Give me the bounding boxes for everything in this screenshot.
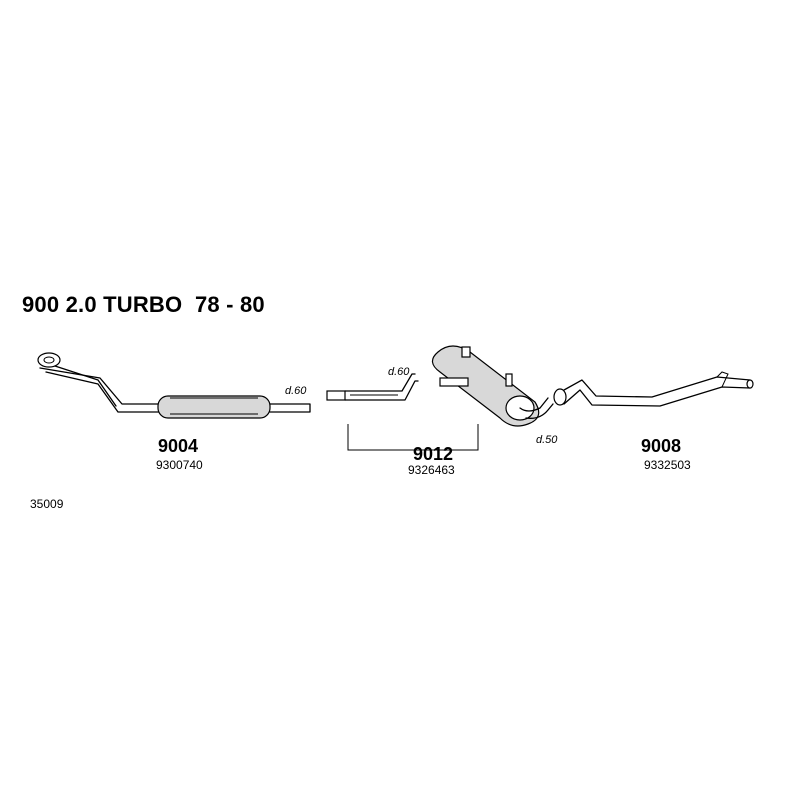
front-pipe-9004 bbox=[37, 352, 311, 419]
intermediate-pipe-9012 bbox=[326, 373, 419, 401]
diameter-outlet-label-9012: d.50 bbox=[536, 434, 558, 446]
part-ref-9012: 9326463 bbox=[408, 463, 455, 477]
part-number-9004: 9004 bbox=[158, 436, 199, 456]
diagram-title: 900 2.0 TURBO 78 - 80 bbox=[22, 292, 265, 317]
diagram-code: 35009 bbox=[30, 497, 64, 511]
diameter-label-9004: d.60 bbox=[285, 385, 307, 397]
part-number-9012: 9012 bbox=[413, 444, 454, 464]
part-ref-9004: 9300740 bbox=[156, 458, 203, 472]
tail-pipe-9008 bbox=[553, 371, 754, 407]
part-bracket-9012 bbox=[347, 424, 479, 451]
part-number-9008: 9008 bbox=[641, 436, 682, 456]
rear-silencer-9012 bbox=[431, 345, 554, 427]
part-ref-9008: 9332503 bbox=[644, 458, 691, 472]
diameter-inlet-label-9012: d.60 bbox=[388, 366, 410, 378]
